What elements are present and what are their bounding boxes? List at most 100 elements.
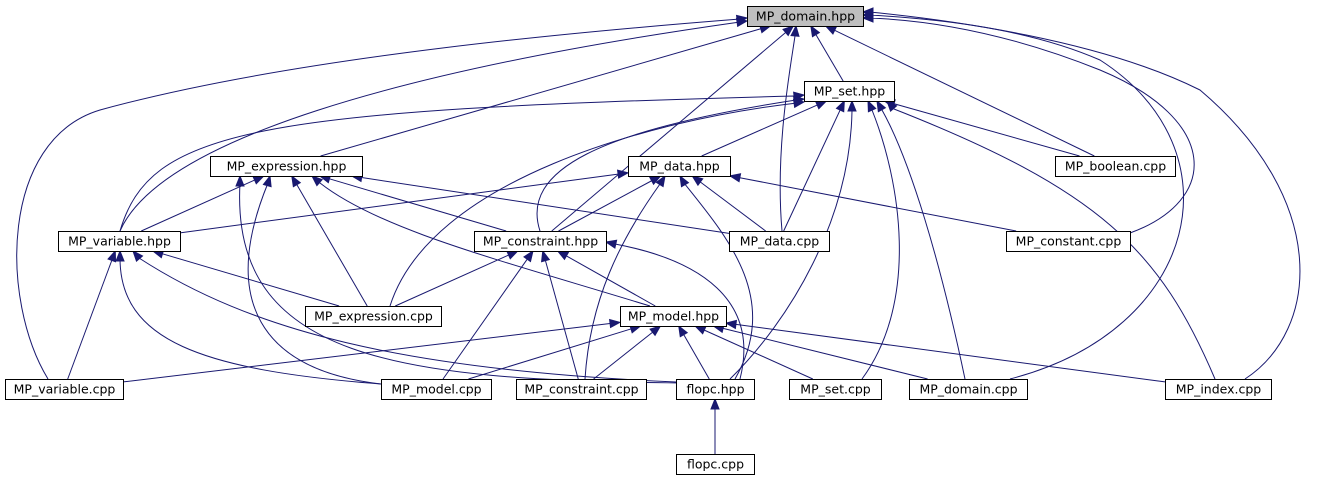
node-constraint-hpp[interactable]: MP_constraint.hpp [474, 231, 607, 252]
edge-data-cpp-to-data-hpp [691, 175, 766, 232]
edge-constraint-cpp-to-model-hpp [593, 325, 662, 380]
edge-variable-cpp-to-variable-hpp [67, 249, 117, 380]
node-expression-hpp[interactable]: MP_expression.hpp [210, 156, 363, 177]
edge-variable-hpp-to-data-hpp [179, 169, 630, 234]
node-label: MP_set.cpp [800, 382, 870, 397]
edge-domain-cpp-to-domain-hpp [861, 10, 1184, 380]
node-box [474, 231, 607, 252]
edge-flopc-hpp-to-variable-hpp [132, 249, 677, 383]
node-label: MP_constraint.cpp [524, 382, 638, 397]
node-model-hpp[interactable]: MP_model.hpp [620, 306, 727, 327]
node-label: MP_variable.cpp [14, 382, 116, 397]
edge-constant-cpp-to-data-hpp [728, 173, 1017, 232]
node-variable-cpp[interactable]: MP_variable.cpp [5, 379, 124, 400]
edge-index-cpp-to-set-hpp [886, 99, 1216, 380]
node-variable-hpp[interactable]: MP_variable.hpp [58, 231, 181, 252]
node-boolean-cpp[interactable]: MP_boolean.cpp [1055, 156, 1176, 177]
edge-variable-cpp-to-model-hpp [122, 318, 622, 383]
node-label: MP_data.hpp [639, 159, 720, 174]
node-flopc-hpp[interactable]: flopc.hpp [676, 379, 755, 400]
node-box [1055, 156, 1176, 177]
edge-set-cpp-to-model-hpp [693, 325, 814, 380]
edge-constraint-hpp-to-data-hpp [558, 175, 662, 232]
edge-expression-cpp-to-expression-hpp [291, 174, 368, 307]
edge-flopc-hpp-to-set-hpp [729, 99, 857, 380]
node-box [210, 156, 363, 177]
edge-expression-cpp-to-constraint-hpp [395, 250, 519, 307]
node-data-hpp[interactable]: MP_data.hpp [628, 156, 731, 177]
edge-model-cpp-to-constraint-hpp [442, 249, 534, 380]
node-label: MP_constraint.hpp [483, 234, 598, 249]
node-flopc-cpp[interactable]: flopc.cpp [676, 454, 755, 475]
edge-set-hpp-to-domain-hpp [810, 24, 844, 82]
nodes: MP_domain.hppMP_set.hppMP_expression.hpp… [5, 6, 1272, 475]
edge-domain-cpp-to-model-hpp [712, 323, 928, 380]
edge-variable-cpp-to-domain-hpp [16, 14, 749, 380]
node-data-cpp[interactable]: MP_data.cpp [729, 231, 830, 252]
node-label: MP_set.hpp [814, 84, 886, 99]
edge-constraint-cpp-to-constraint-hpp [541, 249, 579, 380]
node-label: MP_expression.cpp [314, 309, 433, 324]
node-box [5, 379, 124, 400]
node-box [909, 379, 1028, 400]
edge-boolean-cpp-to-set-hpp [883, 99, 1080, 157]
node-label: MP_domain.cpp [919, 382, 1017, 397]
node-index-cpp[interactable]: MP_index.cpp [1165, 379, 1272, 400]
edge-constraint-hpp-to-domain-hpp [551, 25, 795, 232]
edge-constant-cpp-to-domain-hpp [861, 13, 1195, 234]
node-domain-cpp[interactable]: MP_domain.cpp [909, 379, 1028, 400]
edge-domain-cpp-to-set-hpp [876, 99, 966, 380]
edge-model-cpp-to-model-hpp [468, 324, 642, 380]
node-box [789, 379, 882, 400]
node-expression-cpp[interactable]: MP_expression.cpp [305, 306, 442, 327]
edge-flopc-hpp-to-model-hpp [678, 324, 710, 380]
node-domain-hpp[interactable]: MP_domain.hpp [747, 6, 864, 27]
node-label: flopc.cpp [687, 457, 744, 472]
node-box [1165, 379, 1272, 400]
node-box [1006, 231, 1131, 252]
edge-flopc-hpp-to-expression-hpp [235, 174, 681, 384]
edge-data-cpp-to-expression-hpp [350, 172, 730, 234]
edges [16, 7, 1301, 454]
edge-flopc-hpp-to-constraint-hpp [604, 239, 745, 380]
node-box [747, 6, 864, 27]
edge-data-cpp-to-domain-hpp [779, 24, 800, 232]
edge-data-cpp-to-set-hpp [783, 99, 845, 232]
node-box [729, 231, 830, 252]
node-box [381, 379, 492, 400]
edge-model-cpp-to-variable-hpp [115, 249, 382, 385]
edge-set-cpp-to-set-hpp [861, 99, 900, 380]
edge-constraint-cpp-to-data-hpp [584, 174, 666, 380]
edge-expression-cpp-to-set-hpp [389, 98, 806, 307]
node-box [516, 379, 647, 400]
edge-data-hpp-to-set-hpp [701, 100, 828, 157]
edge-expression-cpp-to-variable-hpp [151, 249, 340, 307]
node-box [58, 231, 181, 252]
edge-index-cpp-to-domain-hpp [861, 7, 1301, 380]
edge-flopc-hpp-to-data-hpp [679, 174, 753, 380]
edge-flopc-cpp-to-flopc-hpp [710, 397, 720, 454]
node-set-cpp[interactable]: MP_set.cpp [789, 379, 882, 400]
node-label: MP_data.cpp [740, 234, 820, 249]
edge-expression-hpp-to-domain-hpp [320, 24, 772, 157]
node-box [305, 306, 442, 327]
edge-model-cpp-to-expression-hpp [247, 174, 382, 385]
node-label: MP_model.cpp [391, 382, 481, 397]
node-set-hpp[interactable]: MP_set.hpp [804, 81, 895, 102]
node-label: flopc.hpp [686, 382, 744, 397]
node-box [676, 454, 755, 475]
edge-index-cpp-to-model-hpp [724, 319, 1166, 383]
node-label: MP_expression.hpp [227, 159, 347, 174]
node-box [628, 156, 731, 177]
node-box [620, 306, 727, 327]
node-model-cpp[interactable]: MP_model.cpp [381, 379, 492, 400]
node-constant-cpp[interactable]: MP_constant.cpp [1006, 231, 1131, 252]
node-label: MP_index.cpp [1176, 382, 1262, 397]
node-box [804, 81, 895, 102]
node-box [676, 379, 755, 400]
node-label: MP_constant.cpp [1016, 234, 1122, 249]
node-constraint-cpp[interactable]: MP_constraint.cpp [516, 379, 647, 400]
node-label: MP_boolean.cpp [1065, 159, 1166, 174]
node-label: MP_variable.hpp [68, 234, 171, 249]
